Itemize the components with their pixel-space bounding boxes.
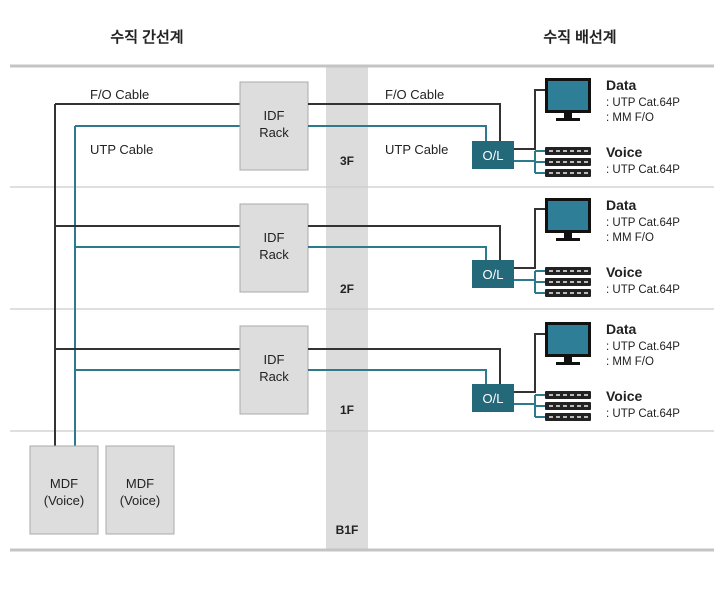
- voice-title-1f: Voice: [606, 388, 643, 404]
- floor-label-1f: 1F: [340, 403, 354, 417]
- riser-shaft: [326, 66, 368, 550]
- voice-spec-2f: : UTP Cat.64P: [606, 284, 680, 296]
- floor-1f: IDF Rack 1F O/L Data: [55, 321, 680, 421]
- utp-horizontal-1f: [308, 369, 487, 384]
- data-title-3f: Data: [606, 77, 637, 93]
- fo-cable-label-left-3f: F/O Cable: [90, 87, 149, 102]
- floor-2f: IDF Rack 2F O/L Data: [55, 197, 680, 297]
- utp-horizontal-3f: [308, 125, 487, 141]
- voice-title-2f: Voice: [606, 264, 643, 280]
- idf-rack-label-1f: IDF: [264, 352, 285, 367]
- idf-rack-label-2f: IDF: [264, 230, 285, 245]
- outlet-label-1f: O/L: [483, 391, 504, 406]
- data-drop-3f: [514, 89, 545, 150]
- utp-cable-label-right-3f: UTP Cable: [385, 142, 448, 157]
- floor-b1f: MDF (Voice) MDF (Voice) B1F: [29, 445, 359, 537]
- voice-spec-1f: : UTP Cat.64P: [606, 408, 680, 420]
- header-horizontal: 수직 배선계: [543, 28, 616, 46]
- data-spec-1f: : MM F/O: [606, 356, 654, 368]
- utp-horizontal-2f: [308, 246, 487, 260]
- data-spec-3f: : MM F/O: [606, 112, 654, 124]
- mdf-voice-box: [29, 445, 99, 535]
- voice-title-3f: Voice: [606, 144, 643, 160]
- fo-cable-label-right-3f: F/O Cable: [385, 87, 444, 102]
- floor-label-b1f: B1F: [336, 523, 359, 537]
- data-title-2f: Data: [606, 197, 637, 213]
- idf-rack-3f: [239, 81, 309, 171]
- phone-switch-icon: [545, 147, 591, 177]
- monitor-icon: [545, 78, 591, 121]
- monitor-icon: [545, 198, 591, 241]
- idf-rack-label-2f: Rack: [259, 247, 289, 262]
- header-backbone: 수직 간선계: [110, 28, 183, 46]
- idf-rack-2f: [239, 203, 309, 293]
- data-spec-2f: : UTP Cat.64P: [606, 217, 680, 229]
- voice-spec-3f: : UTP Cat.64P: [606, 164, 680, 176]
- mdf-voice-box: [105, 445, 175, 535]
- outlet-2f: [472, 260, 514, 288]
- floor-3f: F/O Cable UTP Cable IDF Rack 3F F/O Cabl…: [55, 77, 680, 177]
- idf-rack-label-3f: IDF: [264, 108, 285, 123]
- phone-switch-icon: [545, 267, 591, 297]
- data-drop-1f: [514, 333, 545, 393]
- mdf-label: MDF: [126, 476, 154, 491]
- floor-label-2f: 2F: [340, 282, 354, 296]
- mdf-label: (Voice): [44, 493, 84, 508]
- fo-horizontal-2f: [308, 225, 501, 260]
- mdf-label: (Voice): [120, 493, 160, 508]
- monitor-icon: [545, 322, 591, 365]
- outlet-label-2f: O/L: [483, 267, 504, 282]
- mdf-label: MDF: [50, 476, 78, 491]
- outlet-3f: [472, 141, 514, 169]
- data-spec-2f: : MM F/O: [606, 232, 654, 244]
- data-spec-1f: : UTP Cat.64P: [606, 341, 680, 353]
- data-title-1f: Data: [606, 321, 637, 337]
- floor-label-3f: 3F: [340, 154, 354, 168]
- fo-horizontal-3f: [308, 103, 501, 141]
- fo-horizontal-1f: [308, 348, 501, 384]
- phone-switch-icon: [545, 391, 591, 421]
- data-spec-3f: : UTP Cat.64P: [606, 97, 680, 109]
- outlet-label-3f: O/L: [483, 148, 504, 163]
- data-drop-2f: [514, 208, 545, 269]
- outlet-1f: [472, 384, 514, 412]
- utp-cable-label-left-3f: UTP Cable: [90, 142, 153, 157]
- idf-rack-label-3f: Rack: [259, 125, 289, 140]
- idf-rack-label-1f: Rack: [259, 369, 289, 384]
